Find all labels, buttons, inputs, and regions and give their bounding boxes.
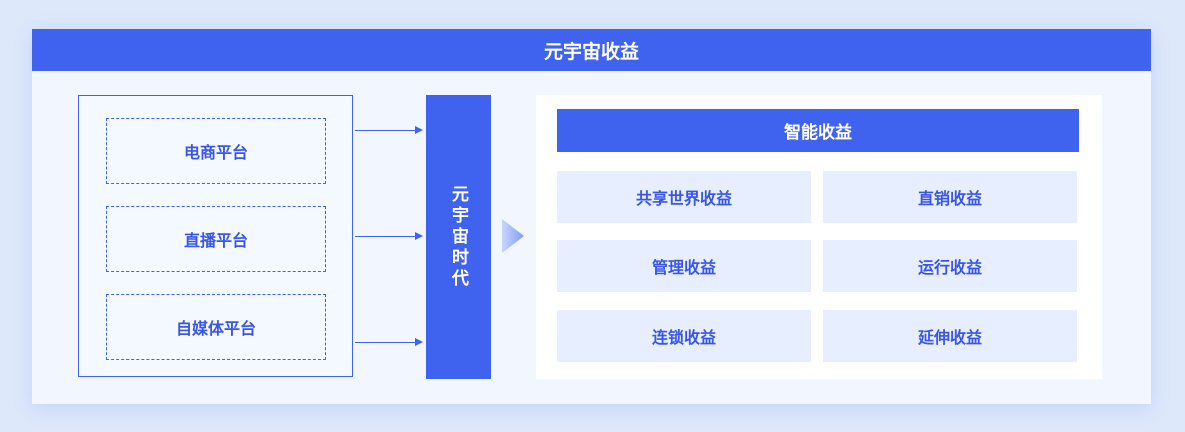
diagram-card: 元宇宙收益 电商平台 直播平台 自媒体平台 元宇宙时代 智能收益 共享世界收益 … bbox=[32, 29, 1151, 404]
income-item: 连锁收益 bbox=[557, 310, 811, 362]
platform-livestream: 直播平台 bbox=[106, 206, 326, 272]
arrow-connector bbox=[355, 126, 423, 134]
chevron-right-icon bbox=[502, 219, 524, 253]
metaverse-era-label: 元宇宙时代 bbox=[448, 184, 468, 290]
smart-income-panel: 智能收益 共享世界收益 直销收益 管理收益 运行收益 连锁收益 延伸收益 bbox=[536, 95, 1102, 379]
arrow-connector bbox=[355, 338, 423, 346]
income-item: 直销收益 bbox=[823, 171, 1077, 223]
income-item: 延伸收益 bbox=[823, 310, 1077, 362]
metaverse-era-block: 元宇宙时代 bbox=[426, 95, 491, 379]
income-item: 共享世界收益 bbox=[557, 171, 811, 223]
platforms-group: 电商平台 直播平台 自媒体平台 bbox=[78, 95, 353, 377]
platform-ecommerce: 电商平台 bbox=[106, 118, 326, 184]
diagram-title: 元宇宙收益 bbox=[32, 29, 1151, 71]
arrow-connector bbox=[355, 232, 423, 240]
income-item: 运行收益 bbox=[823, 240, 1077, 292]
platform-self-media: 自媒体平台 bbox=[106, 294, 326, 360]
income-item: 管理收益 bbox=[557, 240, 811, 292]
smart-income-title: 智能收益 bbox=[557, 109, 1079, 152]
